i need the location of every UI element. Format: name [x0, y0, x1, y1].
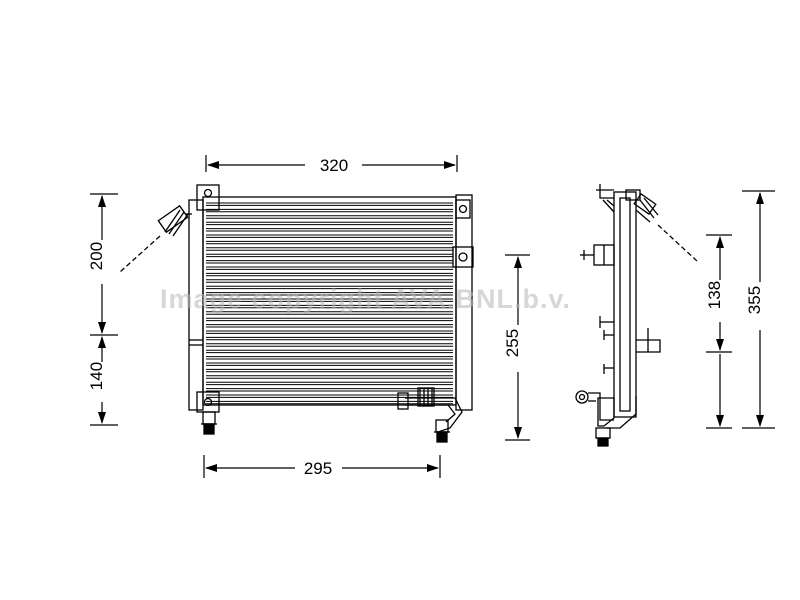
side-tabs [599, 316, 614, 374]
side-fitting [633, 193, 659, 223]
dim-core-height: 255 [503, 329, 522, 357]
dim-core-width: 320 [320, 156, 348, 175]
side-core-outer [613, 191, 637, 418]
core-fins [206, 202, 453, 405]
left-mount-foot [201, 411, 217, 435]
inlet-fitting [157, 204, 192, 237]
outlet-pipe [397, 387, 463, 433]
right-bracket-top [455, 199, 471, 219]
left-bottom-hole [203, 397, 213, 407]
dim-side-mid-height: 138 [705, 281, 724, 309]
watermark-text: Image copyright AVA.BNL.b.v. [160, 284, 571, 314]
side-bottom-fitting [575, 390, 637, 447]
left-bracket-top [196, 184, 220, 211]
left-header-tank [188, 199, 204, 411]
dimension-lines [90, 155, 775, 478]
dim-bottom-width: 295 [304, 459, 332, 478]
right-header-tank [455, 194, 473, 411]
side-right-bracket [636, 328, 661, 353]
front-view [119, 184, 474, 443]
right-mid-hole [458, 252, 468, 262]
right-mid-bracket [452, 246, 474, 268]
side-leader-line [657, 224, 698, 262]
dim-lower-height: 140 [87, 362, 106, 390]
dim-side-total-height: 355 [745, 286, 764, 314]
dim-upper-height: 200 [87, 242, 106, 270]
right-bracket-hole [458, 204, 468, 214]
inlet-leader-line [119, 235, 161, 273]
side-view [575, 184, 698, 447]
side-mid-bracket [580, 244, 615, 266]
side-core-inner [619, 197, 631, 412]
side-top-bracket [596, 184, 615, 213]
left-bracket-hole [203, 188, 213, 198]
right-mount-foot [434, 419, 450, 443]
